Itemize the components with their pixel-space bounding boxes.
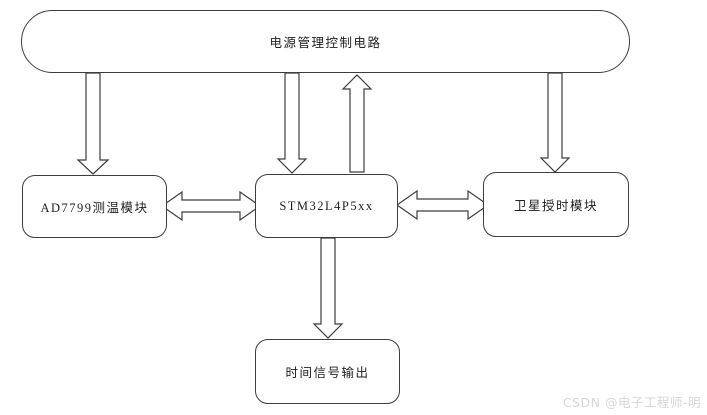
- arrow-mcu-to-output: [312, 237, 344, 339]
- node-stm32-label: STM32L4P5xx: [279, 198, 374, 213]
- arrow-power-to-ad7799: [76, 72, 110, 175]
- csdn-watermark: CSDN @电子工程师-明: [562, 395, 701, 410]
- node-output-label: 时间信号输出: [285, 366, 370, 380]
- node-power-management-label: 电源管理控制电路: [269, 36, 382, 50]
- arrow-ad7799-mcu-bidirectional: [160, 190, 262, 222]
- node-ad7799-temperature-module: AD7799测温模块: [22, 175, 167, 238]
- arrow-power-to-mcu: [276, 72, 308, 174]
- arrow-power-to-satellite: [539, 72, 571, 173]
- arrow-mcu-satellite-bidirectional: [395, 189, 490, 221]
- node-time-signal-output: 时间信号输出: [255, 339, 400, 404]
- node-stm32-mcu: STM32L4P5xx: [255, 174, 398, 238]
- node-satellite-label: 卫星授时模块: [513, 199, 598, 213]
- arrow-mcu-to-power: [341, 74, 373, 173]
- node-satellite-timing-module: 卫星授时模块: [483, 172, 629, 237]
- node-ad7799-label: AD7799测温模块: [40, 201, 149, 215]
- node-power-management: 电源管理控制电路: [21, 10, 630, 73]
